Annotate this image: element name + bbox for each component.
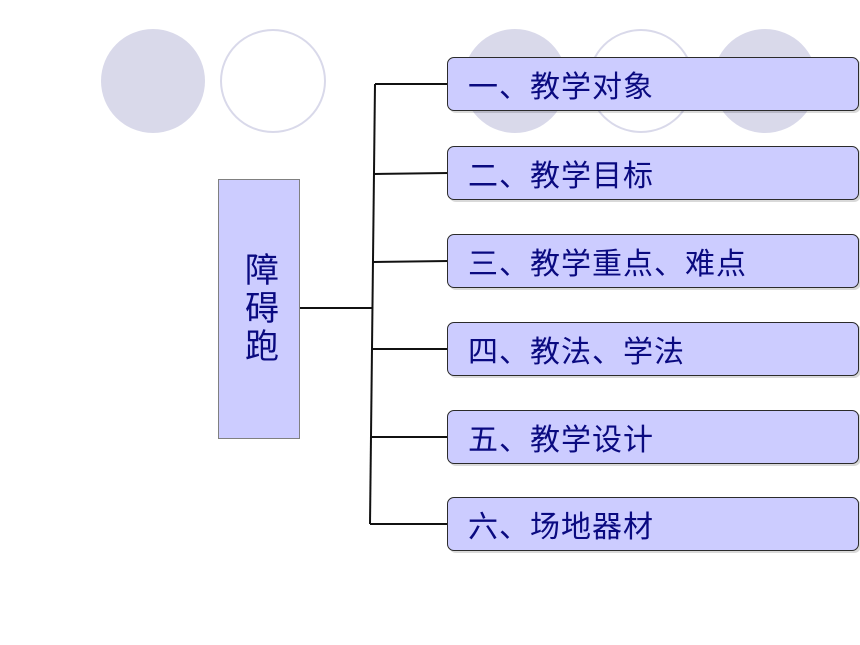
root-node: 障碍跑 <box>218 179 300 439</box>
decor-circle-2 <box>220 29 326 133</box>
root-label: 障碍跑 <box>238 252 279 366</box>
item-node-2: 二、教学目标 <box>447 146 859 200</box>
item-label-6: 六、场地器材 <box>468 510 654 545</box>
item-label-3: 三、教学重点、难点 <box>468 247 747 282</box>
item-node-6: 六、场地器材 <box>447 497 859 551</box>
item-label-1: 一、教学对象 <box>468 70 654 105</box>
decor-circle-1 <box>101 29 205 133</box>
item-label-2: 二、教学目标 <box>468 159 654 194</box>
item-node-4: 四、教法、学法 <box>447 322 859 376</box>
trunk-line <box>369 83 376 525</box>
item-node-1: 一、教学对象 <box>447 57 859 111</box>
item-label-4: 四、教法、学法 <box>468 335 685 370</box>
item-label-5: 五、教学设计 <box>468 423 654 458</box>
branch-2 <box>373 172 450 175</box>
item-node-3: 三、教学重点、难点 <box>447 234 859 288</box>
item-node-5: 五、教学设计 <box>447 410 859 464</box>
branch-3 <box>372 260 450 263</box>
